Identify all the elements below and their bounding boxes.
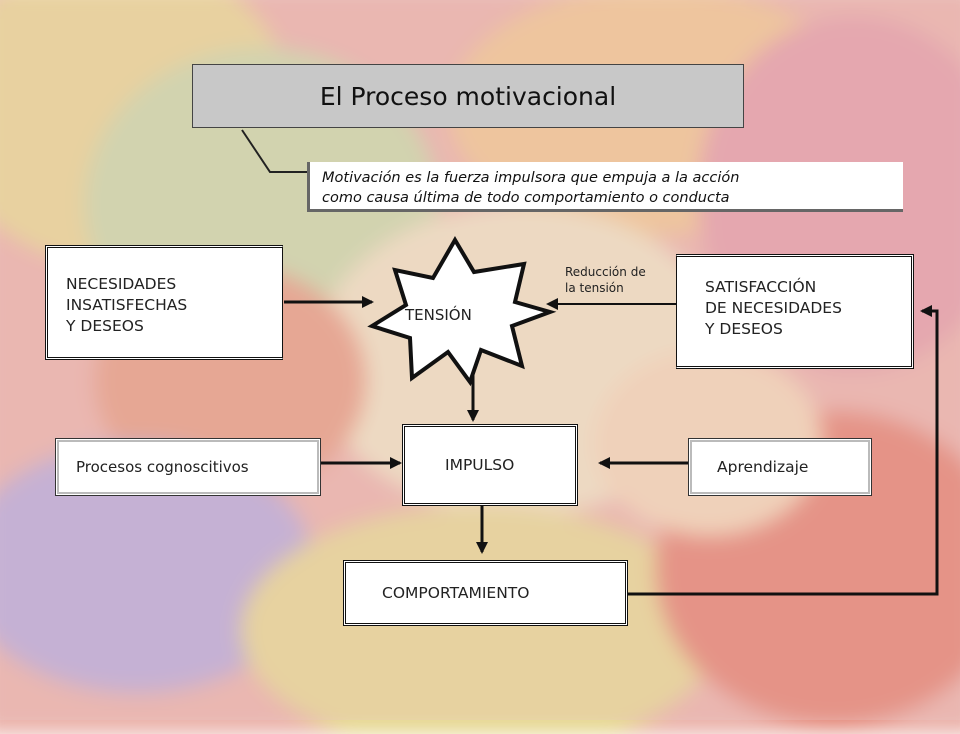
node-procesos-label: Procesos cognoscitivos (76, 457, 249, 476)
node-impulso-label: IMPULSO (445, 455, 515, 474)
node-comportamiento: COMPORTAMIENTO (343, 560, 628, 626)
node-satisfaccion-label: SATISFACCIÓN DE NECESIDADES Y DESEOS (705, 278, 842, 338)
node-aprendizaje-label: Aprendizaje (717, 457, 809, 476)
title-box: El Proceso motivacional (192, 64, 744, 128)
tension-starburst-shape (367, 236, 557, 387)
arrow-comportamiento-to-satisfaccion (628, 305, 939, 596)
node-satisfaccion: SATISFACCIÓN DE NECESIDADES Y DESEOS (676, 254, 914, 369)
definition-text: Motivación es la fuerza impulsora que em… (322, 170, 740, 206)
node-necesidades-label: NECESIDADES INSATISFECHAS Y DESEOS (66, 275, 188, 335)
node-aprendizaje: Aprendizaje (688, 438, 872, 496)
node-necesidades: NECESIDADES INSATISFECHAS Y DESEOS (45, 245, 283, 360)
title-callout-line (241, 129, 307, 173)
node-impulso: IMPULSO (402, 424, 578, 506)
node-comportamiento-label: COMPORTAMIENTO (382, 583, 530, 602)
edge-label-reduccion: Reducción de la tensión (565, 265, 646, 295)
page-title: El Proceso motivacional (319, 81, 617, 111)
node-tension-label: TENSIÓN (405, 306, 472, 324)
node-procesos-cognoscitivos: Procesos cognoscitivos (55, 438, 321, 496)
definition-box: Motivación es la fuerza impulsora que em… (307, 162, 903, 212)
